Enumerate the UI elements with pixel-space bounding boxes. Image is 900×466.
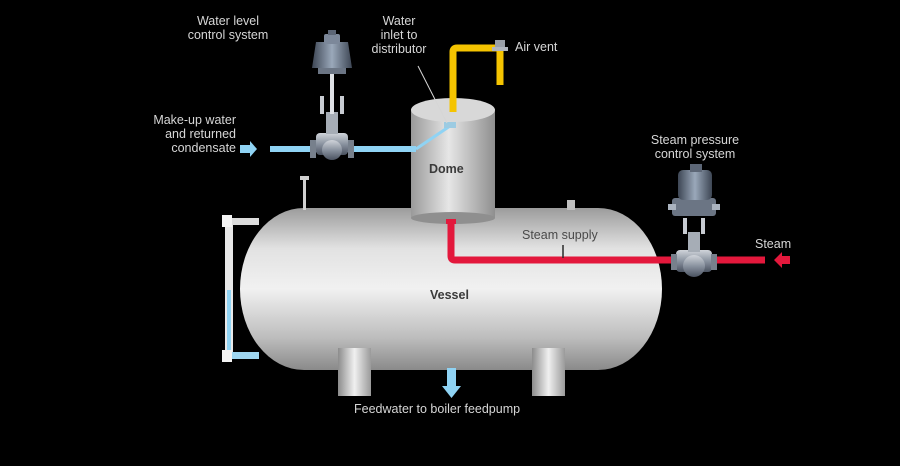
level-gauge (222, 215, 259, 362)
air-vent-pipe (449, 40, 508, 112)
steam-supply-pipe (446, 219, 765, 264)
dome-label: Dome (429, 162, 464, 176)
feedwater-label: Feedwater to boiler feedpump (354, 402, 521, 416)
flow-arrow-icon (774, 252, 790, 268)
vessel (240, 200, 662, 370)
flow-arrow-icon (240, 141, 257, 157)
makeup-water-label: Make-up water and returned condensate (153, 113, 236, 155)
steam-supply-label: Steam supply (522, 228, 598, 242)
water-inlet-leader (417, 65, 448, 124)
steam-label: Steam (755, 237, 792, 251)
control-valve-icon (310, 30, 354, 160)
air-vent-label: Air vent (515, 40, 558, 54)
vessel-label: Vessel (430, 288, 469, 302)
water-inlet-label: Water inlet to distributor (371, 14, 427, 56)
vessel-leg-left (338, 348, 371, 396)
control-valve-icon (668, 164, 720, 277)
vessel-leg-right (532, 348, 565, 396)
steam-pressure-control-label: Steam pressure control system (650, 133, 740, 161)
dome (411, 98, 495, 224)
feedwater-outlet (442, 368, 461, 398)
instrument-stub (300, 176, 309, 210)
water-level-control-label: Water level control system (187, 14, 269, 42)
